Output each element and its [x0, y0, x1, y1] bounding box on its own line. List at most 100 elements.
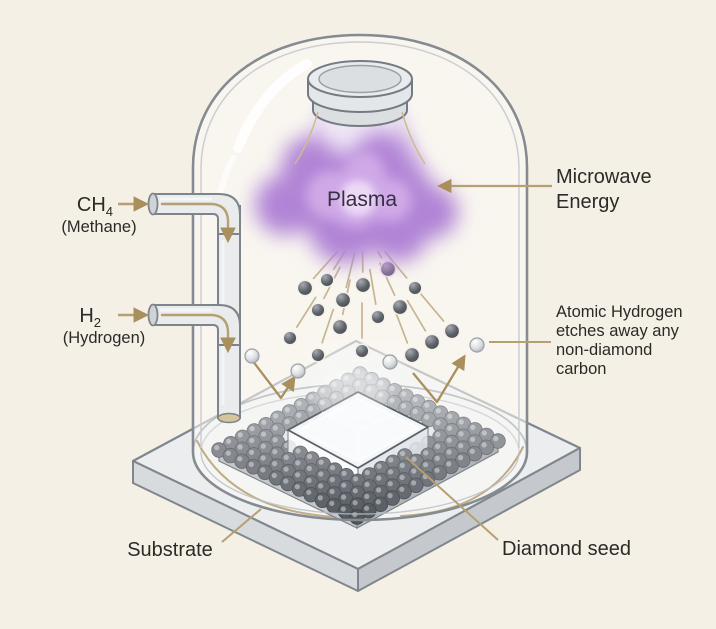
seed-sphere-highlight: [260, 443, 266, 449]
gas-flow-arc-right: [400, 446, 524, 517]
carbon-particle: [310, 347, 326, 363]
gas-flow-arc-left: [196, 440, 337, 518]
seed-sphere-highlight: [389, 385, 395, 391]
seed-sphere-highlight: [318, 471, 324, 477]
seed-sphere-highlight: [261, 431, 267, 437]
seed-sphere-highlight: [376, 487, 382, 493]
svg-text:non-diamond: non-diamond: [556, 341, 652, 359]
carbon-particle: [354, 276, 372, 294]
seed-sphere-highlight: [306, 465, 312, 471]
seed-sphere-highlight: [470, 436, 476, 442]
substrate-pointer: [221, 508, 262, 543]
seed-sphere-highlight: [249, 437, 255, 444]
microwave-energy-label-2: Energy: [556, 191, 619, 213]
particle-trail: [394, 309, 409, 344]
falling-carbon-particles: [282, 260, 461, 364]
seed-sphere-highlight: [273, 413, 279, 419]
atomic-hydrogen-particle: [382, 354, 398, 370]
seed-sphere-highlight: [375, 499, 381, 505]
seed-sphere-highlight: [318, 483, 324, 489]
labels: CH4 (Methane) H2 (Hydrogen) Microwave En…: [61, 166, 682, 561]
h2-pipe-inlet: [147, 303, 159, 327]
seed-sphere-highlight: [364, 469, 370, 476]
ch4-pipe-inlet: [147, 192, 159, 216]
seed-sphere-highlight: [260, 455, 266, 461]
carbon-particle: [391, 298, 409, 316]
seed-sphere-highlight: [283, 466, 289, 472]
seed-sphere-highlight: [435, 408, 441, 414]
particle-trail: [420, 293, 445, 322]
seed-sphere-highlight: [458, 431, 464, 437]
microwave-energy-label: Microwave: [556, 166, 652, 188]
seed-sphere-highlight: [296, 412, 302, 418]
seed-sphere-highlight: [306, 489, 312, 495]
seed-sphere-highlight: [271, 472, 277, 479]
carbon-particle: [407, 280, 423, 296]
carbon-particle: [423, 333, 441, 351]
seed-sphere-highlight: [294, 484, 300, 490]
seed-sphere-highlight: [214, 445, 220, 451]
seed-sphere-highlight: [401, 403, 407, 409]
seed-sphere-highlight: [458, 455, 464, 461]
seed-sphere-highlight: [226, 438, 232, 444]
seed-sphere-highlight: [329, 477, 335, 483]
seed-sphere: [455, 452, 471, 468]
carbon-particle: [310, 302, 326, 318]
seed-sphere-highlight: [340, 506, 346, 512]
seed-sphere-highlight: [376, 475, 382, 481]
seed-sphere-highlight: [388, 469, 394, 475]
seed-sphere-highlight: [249, 426, 255, 432]
svg-text:Atomic Hydrogen: Atomic Hydrogen: [556, 303, 683, 321]
seed-sphere-highlight: [424, 414, 430, 420]
glass-highlight: [233, 59, 312, 153]
methane-sublabel: (Methane): [61, 218, 136, 236]
seed-sphere-highlight: [329, 500, 335, 506]
seed-sphere: [408, 477, 424, 494]
seed-sphere-highlight: [249, 449, 255, 455]
seed-sphere-highlight: [446, 449, 452, 455]
seed-sphere-highlight: [481, 442, 487, 448]
seed-sphere-highlight: [296, 400, 302, 406]
seed-sphere-highlight: [341, 482, 347, 488]
seed-sphere-highlight: [283, 454, 289, 460]
seed-sphere-highlight: [364, 481, 370, 487]
carbon-particle: [370, 309, 386, 325]
seed-sphere-highlight: [306, 477, 312, 483]
seed-sphere-highlight: [317, 495, 323, 501]
seed-sphere-highlight: [284, 407, 290, 413]
seed-sphere-highlight: [434, 455, 440, 461]
atomic-hydrogen-particle: [244, 348, 260, 364]
bounce-arrow-right: [412, 354, 466, 404]
seed-sphere-highlight: [423, 450, 429, 456]
seed-sphere-highlight: [411, 456, 417, 462]
seed-sphere: [478, 439, 495, 456]
microwave-cap: [294, 60, 426, 165]
atomic-hydrogen-particles: [244, 337, 485, 379]
seed-sphere-highlight: [318, 459, 324, 465]
seed-sphere-highlight: [248, 461, 254, 467]
seed-sphere-highlight: [458, 443, 464, 449]
seed-sphere-highlight: [447, 413, 453, 419]
seed-sphere-highlight: [260, 467, 266, 473]
seed-sphere-highlight: [399, 462, 405, 468]
seed-sphere-highlight: [237, 432, 243, 438]
seed-sphere: [431, 465, 448, 481]
seed-sphere-highlight: [307, 453, 313, 460]
seed-sphere-highlight: [295, 448, 301, 454]
seed-sphere-highlight: [272, 461, 278, 467]
carbon-particle: [354, 343, 370, 359]
seed-sphere-highlight: [387, 481, 393, 487]
seed-sphere-highlight: [364, 505, 370, 511]
seed-sphere-highlight: [225, 450, 231, 456]
seed-sphere-highlight: [481, 430, 487, 436]
carbon-particle-in-plasma: [379, 260, 397, 278]
seed-sphere-highlight: [261, 419, 267, 425]
seed-sphere-highlight: [283, 478, 289, 484]
seed-sphere-highlight: [469, 448, 475, 454]
seed-sphere-highlight: [435, 431, 441, 438]
diamond-seed-label: Diamond seed: [502, 538, 631, 560]
atomic-hydrogen-note: Atomic Hydrogen etches away any non-diam…: [489, 303, 683, 378]
seed-sphere-highlight: [308, 394, 314, 400]
seed-sphere-highlight: [284, 418, 290, 425]
svg-text:carbon: carbon: [556, 360, 606, 378]
